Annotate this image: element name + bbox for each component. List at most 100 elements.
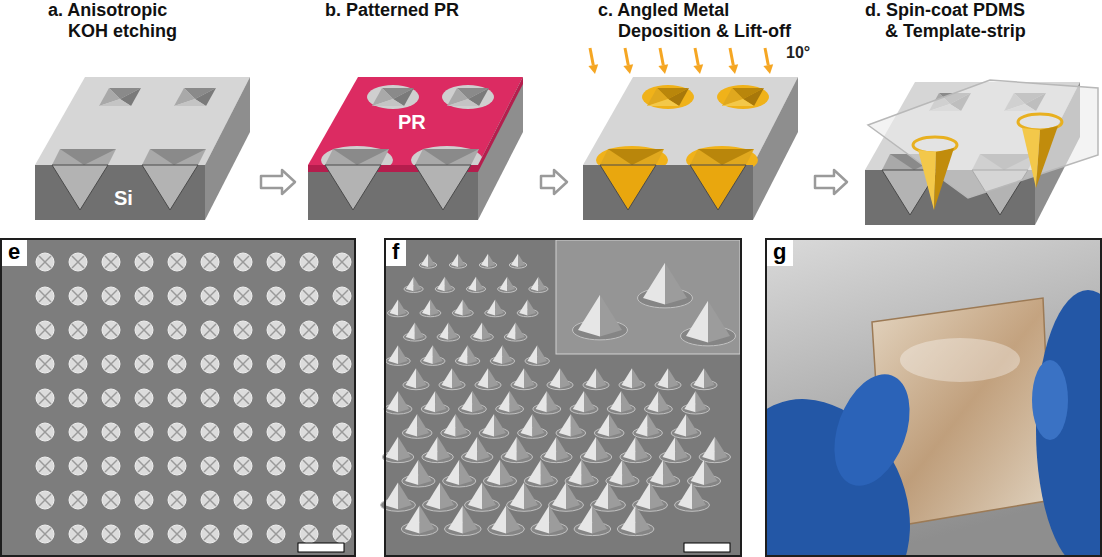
pyramid-face bbox=[556, 437, 569, 461]
pyramid-edge bbox=[270, 256, 282, 268]
pyramid-edge bbox=[204, 426, 216, 438]
pyramid-face bbox=[459, 460, 472, 485]
pyramid-edge bbox=[270, 256, 282, 268]
pyramid-edge bbox=[72, 256, 84, 268]
pyramid-tip bbox=[102, 423, 120, 441]
film-glare bbox=[900, 338, 1020, 382]
pyramid-edge bbox=[204, 324, 216, 336]
pyramid-face bbox=[691, 460, 704, 485]
pyramid-edge bbox=[303, 460, 315, 472]
pyramid-edge bbox=[105, 426, 117, 438]
pyramid-face bbox=[538, 277, 546, 292]
pyramid-tip bbox=[333, 389, 351, 407]
pyramid-face bbox=[385, 437, 398, 461]
pyramid-edge bbox=[336, 426, 348, 438]
pyramid-edge bbox=[138, 324, 150, 336]
pyramid-face bbox=[516, 322, 525, 339]
pyramid-edge bbox=[171, 256, 183, 268]
pyramid-edge bbox=[270, 392, 282, 404]
pit-facet bbox=[722, 99, 754, 106]
pyramid-face bbox=[398, 483, 412, 510]
pyramid-face bbox=[647, 391, 658, 412]
pyramid-tip bbox=[201, 321, 219, 339]
pyramid-tip bbox=[234, 457, 252, 475]
pyramid-tip bbox=[168, 287, 186, 305]
pyramid-edge bbox=[237, 528, 249, 540]
pyramid-edge bbox=[138, 290, 150, 302]
pyramid-tip bbox=[36, 457, 54, 475]
pyramid-edge bbox=[72, 290, 84, 302]
pyramid-face bbox=[532, 414, 544, 437]
pyramid-edge bbox=[270, 392, 282, 404]
pyramid-face bbox=[430, 300, 438, 316]
pyramid-face bbox=[500, 277, 508, 292]
pyramid-face bbox=[597, 414, 609, 437]
pyramid-face bbox=[494, 414, 506, 437]
pyramid-edge bbox=[303, 426, 315, 438]
glove-thumb bbox=[820, 364, 924, 496]
pyramid-edge bbox=[336, 324, 348, 336]
pyramid-tip bbox=[69, 389, 87, 407]
pyramid-edge bbox=[336, 324, 348, 336]
pyramid-tip bbox=[168, 491, 186, 509]
deposition-ray bbox=[590, 48, 593, 65]
pyramid-edge bbox=[303, 358, 315, 370]
pyramid-edge bbox=[303, 494, 315, 506]
pyramid-edge bbox=[237, 256, 249, 268]
pyramid-face bbox=[507, 277, 515, 292]
pyramid-face bbox=[511, 254, 518, 267]
pyramid-face bbox=[437, 277, 445, 292]
pyramid-edge bbox=[171, 290, 183, 302]
pyramid-face bbox=[621, 391, 632, 412]
pyramid-edge bbox=[270, 426, 282, 438]
pit-opening bbox=[690, 149, 754, 165]
pyramid-edge bbox=[39, 426, 51, 438]
substrate-block bbox=[583, 77, 798, 220]
pyramid-face bbox=[586, 368, 597, 388]
pyramid-face bbox=[500, 460, 513, 485]
pyramid-edge bbox=[105, 358, 117, 370]
scale-bar bbox=[684, 543, 730, 552]
pyramid-tip bbox=[300, 253, 318, 271]
pyramid-face bbox=[549, 505, 564, 533]
pyramid-edge bbox=[171, 358, 183, 370]
pyramid-edge bbox=[204, 358, 216, 370]
pyramid-edge bbox=[204, 290, 216, 302]
pyramid-edge bbox=[39, 528, 51, 540]
pyramid-face bbox=[487, 460, 500, 485]
pyramid-face bbox=[692, 483, 706, 510]
pyramid-tip bbox=[102, 321, 120, 339]
pyramid-edge bbox=[204, 528, 216, 540]
substrate-front bbox=[583, 165, 753, 220]
pyramid-tip bbox=[333, 423, 351, 441]
pyramid-tip bbox=[333, 525, 351, 543]
pyramid-face bbox=[510, 483, 524, 510]
pyramid-edge bbox=[303, 392, 315, 404]
pit-opening bbox=[325, 149, 389, 165]
pyramid-tip bbox=[168, 355, 186, 373]
pyramid-face bbox=[610, 391, 621, 412]
deposition-ray bbox=[625, 48, 628, 65]
pit-facet bbox=[60, 149, 116, 165]
pyramid-tip bbox=[69, 491, 87, 509]
pyramid-edge bbox=[39, 324, 51, 336]
pyramid-face bbox=[600, 295, 622, 337]
image-panel: g bbox=[765, 238, 1102, 557]
pyramid-tip bbox=[102, 457, 120, 475]
pyramid-tip bbox=[201, 491, 219, 509]
pyramid-edge bbox=[105, 426, 117, 438]
pyramid-edge bbox=[138, 460, 150, 472]
pyramid-face bbox=[418, 460, 431, 485]
pyramid-tip bbox=[102, 491, 120, 509]
pyramid-face bbox=[704, 460, 717, 485]
pyramid-face bbox=[527, 345, 537, 364]
pyramid-edge bbox=[72, 256, 84, 268]
gold-pyramid bbox=[934, 148, 954, 210]
pyramid-face bbox=[477, 437, 490, 461]
deposition-ray bbox=[765, 48, 768, 65]
pyramid-edge bbox=[171, 494, 183, 506]
pyramid-edge bbox=[72, 358, 84, 370]
pyramid-edge bbox=[72, 426, 84, 438]
pyramid-tip bbox=[168, 457, 186, 475]
pyramid-edge bbox=[270, 460, 282, 472]
